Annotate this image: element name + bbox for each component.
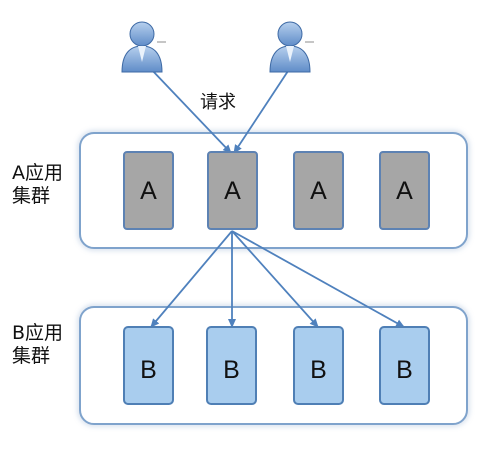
cluster-b-container bbox=[79, 306, 468, 425]
user-icon bbox=[121, 21, 166, 73]
node-b-2: B bbox=[206, 326, 257, 405]
node-a-1: A bbox=[123, 151, 174, 230]
cluster-a-label-line2: 集群 bbox=[12, 185, 51, 207]
node-b-4: B bbox=[379, 326, 430, 405]
user-icon bbox=[269, 21, 314, 73]
node-b-3-label: B bbox=[310, 356, 327, 384]
node-a-2: A bbox=[207, 151, 258, 230]
node-b-2-label: B bbox=[223, 356, 240, 384]
node-a-2-label: A bbox=[224, 177, 241, 205]
fanout-arrow-1 bbox=[150, 230, 233, 328]
cluster-a-container bbox=[79, 132, 468, 249]
node-b-1: B bbox=[123, 326, 174, 405]
cluster-a-label-line1: A应用 bbox=[12, 162, 63, 184]
node-a-1-label: A bbox=[140, 177, 157, 205]
node-b-3: B bbox=[293, 326, 344, 405]
node-a-3: A bbox=[293, 151, 344, 230]
request-arrow-right bbox=[233, 67, 291, 154]
cluster-a-label: A应用 集群 bbox=[12, 162, 82, 208]
cluster-b-label-line2: 集群 bbox=[12, 345, 51, 367]
node-a-4-label: A bbox=[396, 177, 413, 205]
node-a-4: A bbox=[379, 151, 430, 230]
fanout-arrow-4 bbox=[231, 230, 405, 328]
cluster-b-label: B应用 集群 bbox=[12, 322, 82, 368]
node-a-3-label: A bbox=[310, 177, 327, 205]
fanout-arrow-3 bbox=[231, 230, 319, 328]
node-b-1-label: B bbox=[140, 356, 157, 384]
cluster-b-label-line1: B应用 bbox=[12, 322, 64, 344]
request-label: 请求 bbox=[200, 92, 236, 113]
node-b-4-label: B bbox=[396, 356, 413, 384]
request-arrow-left bbox=[149, 67, 232, 154]
